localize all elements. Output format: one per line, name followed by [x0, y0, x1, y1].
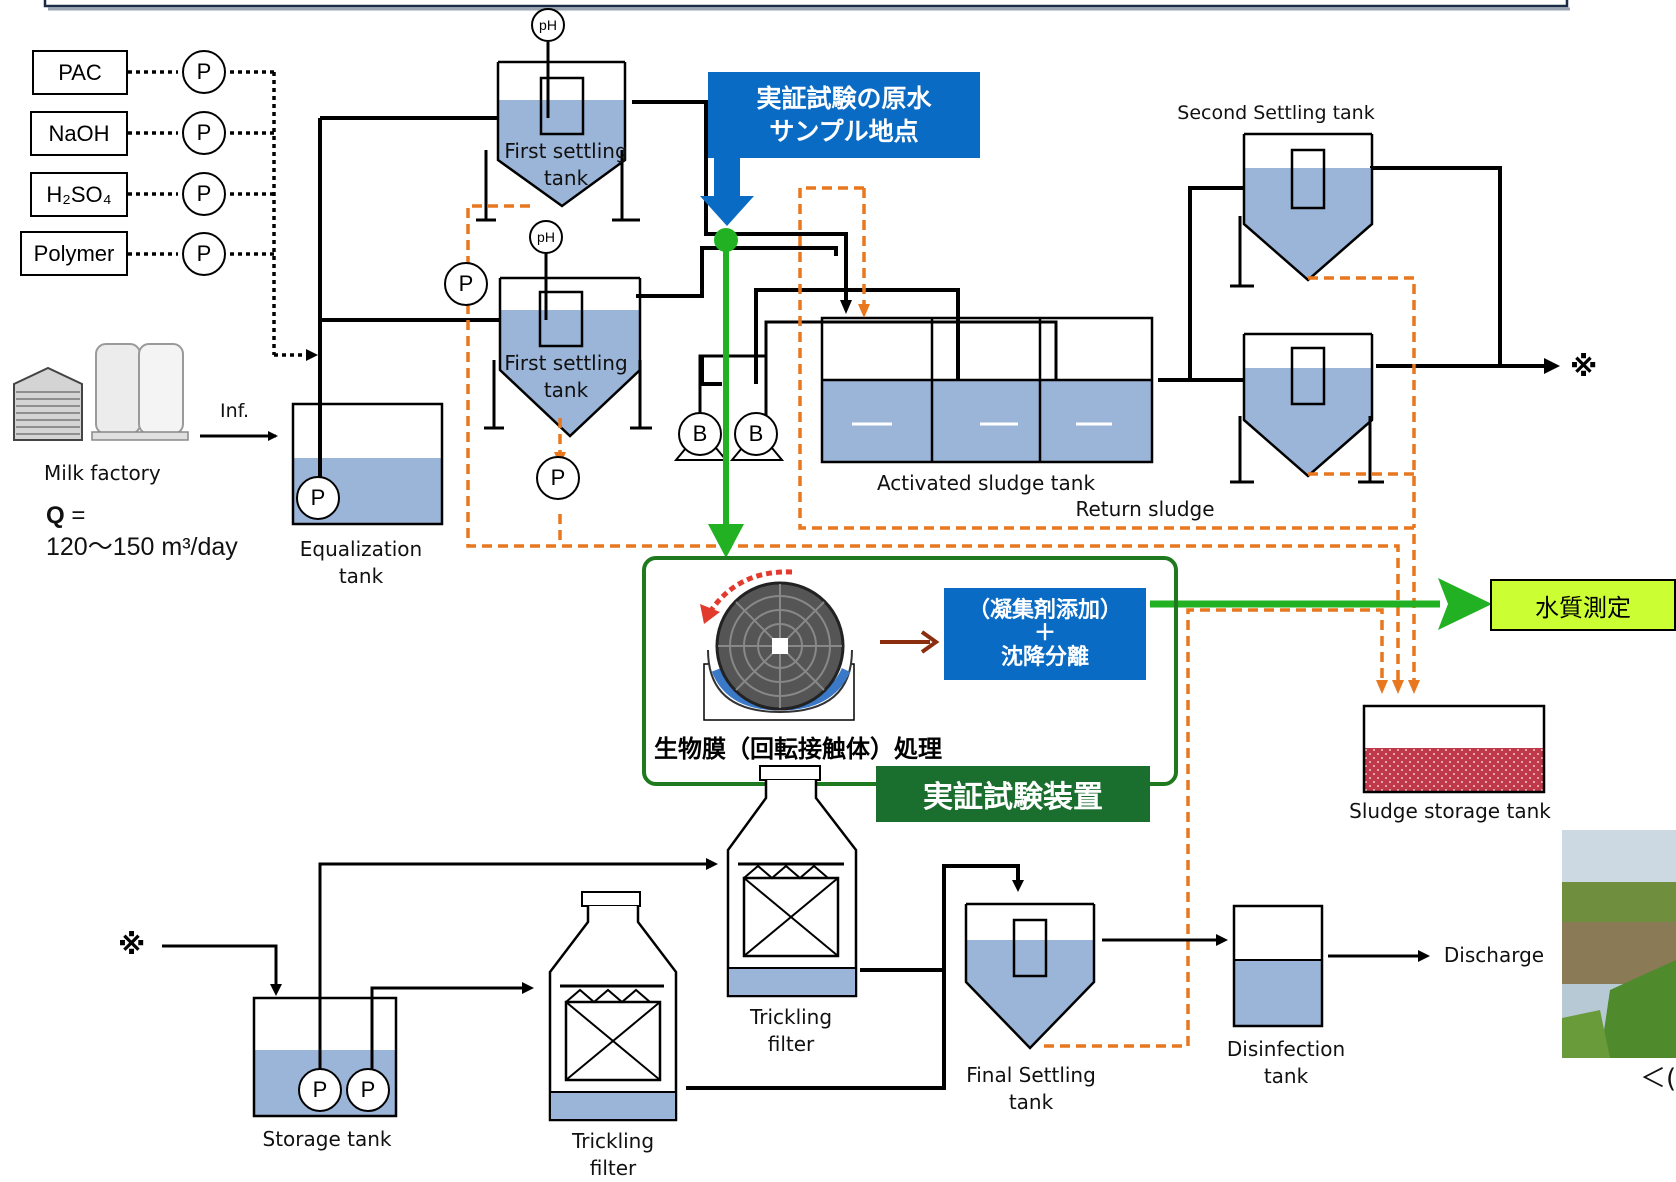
- final-settling-tank-label: Final Settling tank: [966, 1062, 1096, 1116]
- disinfection-tank: [1234, 906, 1322, 1026]
- chemical-polymer: Polymer: [20, 231, 128, 276]
- trickling-filter-1: [728, 766, 856, 996]
- pump-naoh: P: [182, 111, 226, 155]
- chemical-pac: PAC: [32, 50, 128, 95]
- ph-meter-1: pH: [531, 8, 565, 42]
- pump-polymer: P: [182, 232, 226, 276]
- pump-sludge-2: P: [536, 456, 580, 500]
- inflow-label: Inf.: [220, 398, 249, 425]
- pond-photo: [1562, 830, 1676, 1058]
- trickling-filter-2-label: Trickling filter: [558, 1128, 668, 1182]
- sampling-point-arrow: [700, 158, 754, 226]
- coagulation-line2: ＋: [1034, 624, 1056, 644]
- first-settling-tank-2-label: First settling tank: [500, 350, 632, 404]
- first-settling-tank-2: [484, 252, 652, 436]
- coagulation-line3: 沈降分離: [1001, 644, 1089, 671]
- activated-sludge-tank: [822, 318, 1152, 462]
- sampling-point-line1: 実証試験の原水: [756, 82, 931, 115]
- trickling-filter-2: [550, 892, 676, 1120]
- factory-building-icon: [14, 344, 188, 440]
- ph-meter-2: pH: [529, 220, 563, 254]
- pump-sludge-1: P: [444, 262, 488, 306]
- second-settling-tank-2: [1230, 334, 1384, 482]
- rotating-contactor-icon: [700, 572, 854, 720]
- test-device-label: 実証試験装置: [876, 766, 1150, 822]
- chemical-naoh: NaOH: [30, 111, 128, 156]
- sampling-point-callout: 実証試験の原水 サンプル地点: [708, 72, 980, 158]
- storage-tank-label: Storage tank: [252, 1126, 402, 1153]
- flow-rate-label: Q =: [46, 502, 85, 529]
- sludge-storage-tank-label: Sludge storage tank: [1340, 798, 1560, 825]
- discharge-label: Discharge: [1440, 942, 1548, 969]
- second-settling-tank-1: [1230, 134, 1372, 286]
- pump-pac: P: [182, 50, 226, 94]
- return-sludge-label: Return sludge: [1072, 496, 1218, 523]
- pump-storage-1: P: [298, 1068, 342, 1112]
- trickling-filter-1-label: Trickling filter: [736, 1004, 846, 1058]
- second-settling-tank-label: Second Settling tank: [1176, 100, 1376, 127]
- flow-rate-value: 120～150 m³/day: [46, 534, 238, 561]
- sampling-point-line2: サンプル地点: [769, 115, 918, 148]
- first-settling-tank-1: [476, 42, 640, 220]
- blower-b-2: B: [734, 412, 778, 456]
- cutoff-caption: ＜(: [1640, 1066, 1676, 1093]
- disinfection-tank-label: Disinfection tank: [1218, 1036, 1354, 1090]
- water-quality-box: 水質測定: [1490, 579, 1676, 631]
- coagulation-line1: （凝集剤添加）: [968, 597, 1122, 624]
- continuation-marker-right: ※: [1570, 350, 1597, 383]
- milk-factory-label: Milk factory: [44, 460, 161, 487]
- pump-storage-2: P: [346, 1068, 390, 1112]
- chemical-h2so4: H₂SO₄: [30, 172, 128, 217]
- activated-sludge-tank-label: Activated sludge tank: [856, 470, 1116, 497]
- equalization-tank-label: Equalization tank: [296, 536, 426, 590]
- dosing-arrowhead: [306, 349, 318, 361]
- brown-arrow: [880, 632, 936, 652]
- pump-h2so4: P: [182, 172, 226, 216]
- biofilm-treatment-label: 生物膜（回転接触体）処理: [654, 736, 942, 763]
- first-settling-tank-1-label: First settling tank: [500, 138, 632, 192]
- blower-b-1: B: [678, 412, 722, 456]
- chemical-dosing-lines: [128, 72, 308, 355]
- sludge-storage-tank: [1364, 706, 1544, 792]
- coagulation-callout: （凝集剤添加） ＋ 沈降分離: [944, 588, 1146, 680]
- final-settling-tank: [966, 904, 1094, 1048]
- top-banner-edge: [45, 0, 1570, 9]
- pump-equalization: P: [296, 476, 340, 520]
- continuation-marker-left: ※: [118, 928, 145, 961]
